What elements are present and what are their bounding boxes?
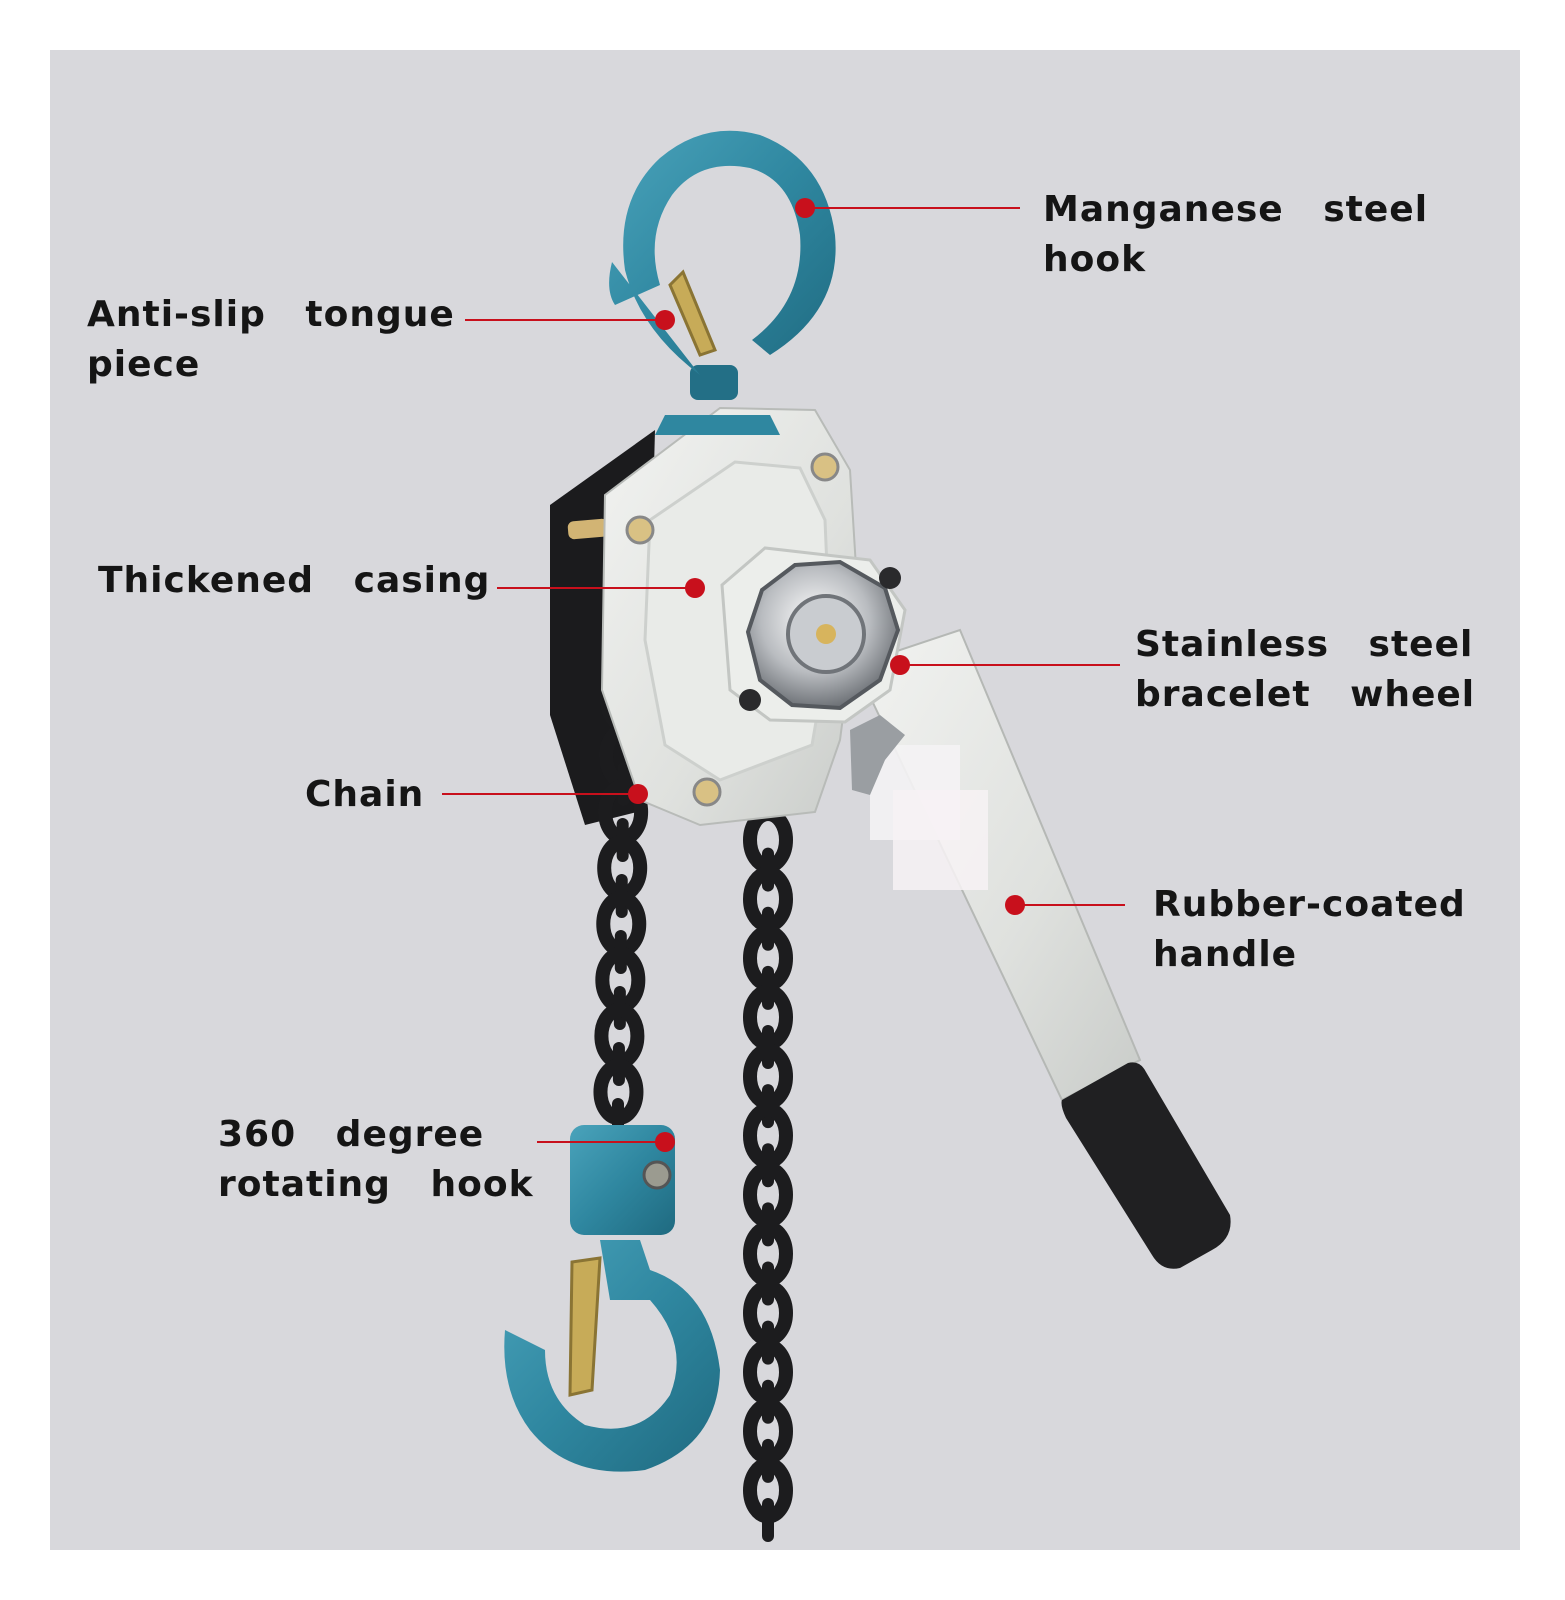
chain-link [762, 1498, 774, 1542]
label-chain: Chain [305, 774, 425, 815]
callout-lines [442, 207, 1125, 1143]
label-rubber-coated-handle: Rubber-coated handle [1153, 884, 1466, 975]
label-anti-slip-tongue-piece: Anti-slip tongue piece [87, 294, 455, 385]
manganese-steel-hook [609, 130, 836, 435]
label-manganese-steel-hook: Manganese steel hook [1043, 189, 1429, 280]
rubber-coated-handle [853, 628, 1231, 1269]
rotating-hook [504, 1125, 720, 1472]
stainless-steel-bracelet-wheel [720, 546, 907, 795]
label-360-degree-rotating-hook: 360 degree rotating hook [218, 1114, 534, 1205]
label-thickened-casing: Thickened casing [98, 560, 491, 601]
label-stainless-steel-bracelet-wheel: Stainless steel bracelet wheel [1135, 624, 1476, 715]
handle-grip [1061, 1062, 1231, 1269]
callout-dots [628, 198, 1025, 1152]
